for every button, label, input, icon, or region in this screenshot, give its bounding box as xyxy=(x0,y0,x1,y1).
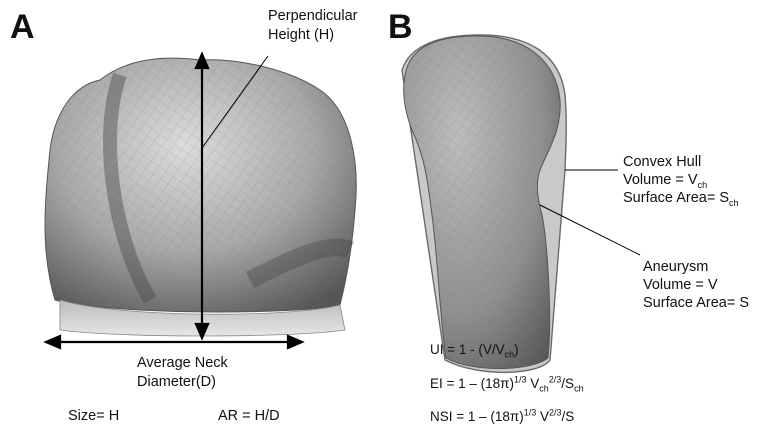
aneurysm-a-model xyxy=(45,58,356,336)
ui-formula: UI = 1 - (V/Vch) xyxy=(430,342,519,358)
height-label-line2: Height (H) xyxy=(268,26,334,44)
aneurysm-title: Aneurysm xyxy=(643,258,708,276)
hull-title: Convex Hull xyxy=(623,153,701,171)
aneurysm-surface-area: Surface Area= S xyxy=(643,294,749,312)
nsi-formula: NSI = 1 – (18π)1/3 V2/3/S xyxy=(430,409,574,425)
neck-label-line1: Average Neck xyxy=(137,354,228,372)
ei-formula: EI = 1 – (18π)1/3 Vch2/3/Sch xyxy=(430,376,584,392)
neck-label-line2: Diameter(D) xyxy=(137,373,216,391)
neck-diameter-arrow xyxy=(46,336,302,348)
aspect-ratio-formula: AR = H/D xyxy=(218,407,280,425)
hull-surface-area: Surface Area= Sch xyxy=(623,189,739,207)
height-label-line1: Perpendicular xyxy=(268,7,357,25)
size-formula: Size= H xyxy=(68,407,119,425)
aneurysm-volume: Volume = V xyxy=(643,276,718,294)
panel-a-letter: A xyxy=(10,10,35,44)
hull-volume: Volume = Vch xyxy=(623,171,707,189)
panel-b-letter: B xyxy=(388,10,413,44)
